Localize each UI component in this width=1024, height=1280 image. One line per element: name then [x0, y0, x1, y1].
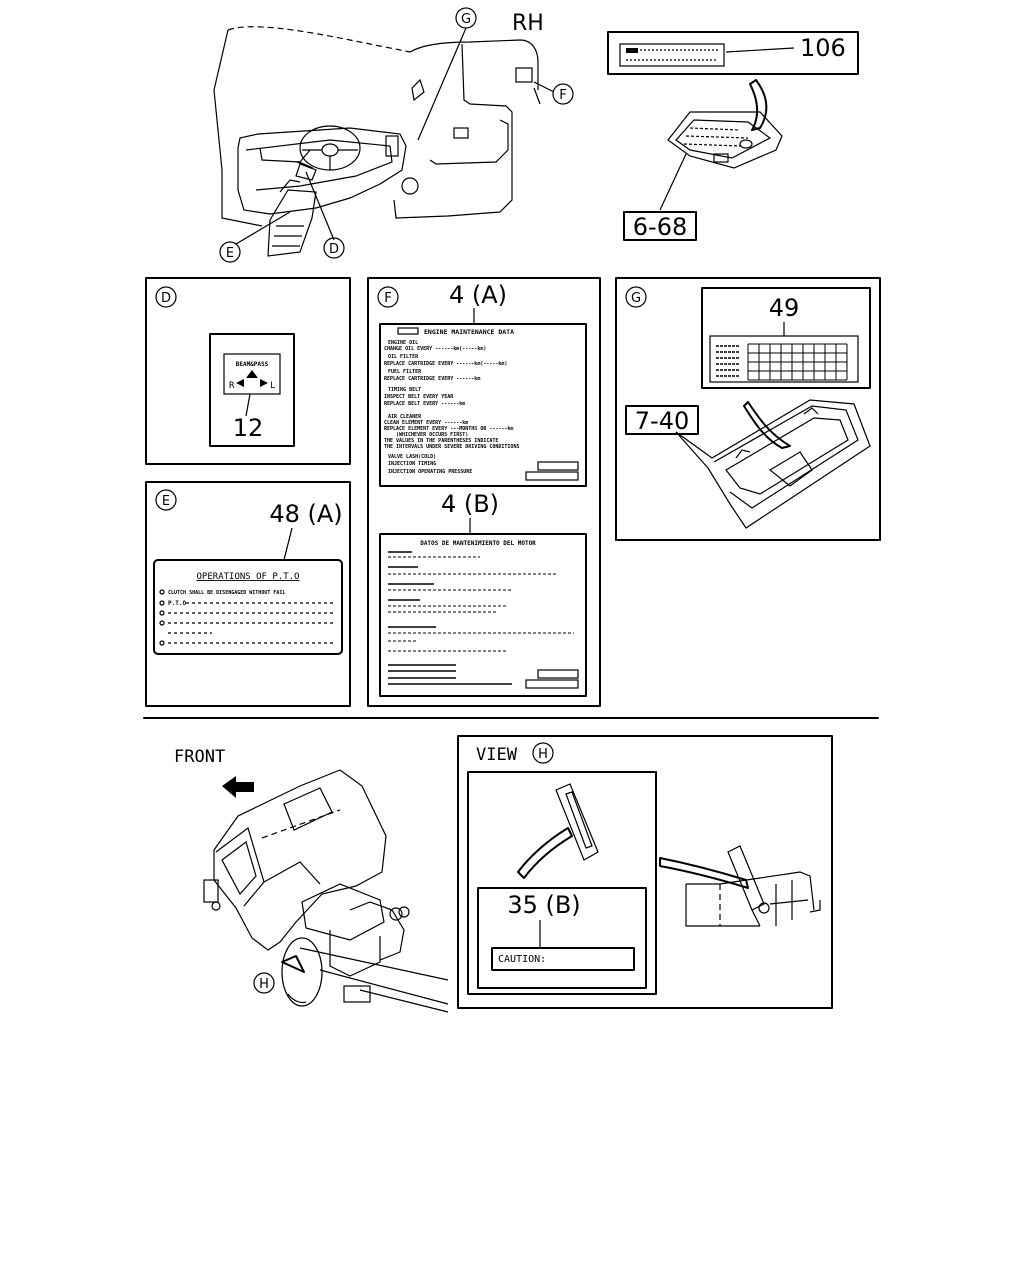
- callout-d: D: [329, 242, 339, 257]
- label-a-line: VALVE LASH(COLD): [388, 454, 436, 460]
- label-a-line: INJECTION TIMING: [388, 461, 436, 467]
- maintenance-label-english: ENGINE MAINTENANCE DATA ENGINE OILCHANGE …: [384, 328, 519, 475]
- panel-g: G 49 7-40: [615, 277, 881, 541]
- part-number-4a: 4 (A): [449, 281, 507, 309]
- pto-label-line2: P.T.O: [168, 600, 186, 607]
- part-number-35b: 35 (B): [507, 891, 580, 919]
- part-number-49: 49: [769, 294, 800, 322]
- panel-f: F 4 (A) ENGINE MAINTENANCE DATA ENGINE OI…: [367, 277, 601, 707]
- front-arrow-icon: [222, 776, 254, 798]
- panel-d-letter: D: [161, 291, 171, 306]
- part-number-48a: 48 (A): [269, 500, 342, 528]
- label-a-line: CHANGE OIL EVERY ------km(-----km): [384, 346, 486, 352]
- callout-g: G: [461, 12, 471, 27]
- label-a-line: ENGINE OIL: [388, 340, 418, 346]
- label-a-line: REPLACE CARTRIDGE EVERY ------km(-----km…: [384, 361, 507, 367]
- part-number-4b: 4 (B): [441, 490, 499, 518]
- view-h-panel: VIEW H 35 (B) CAUTION:: [457, 735, 833, 1009]
- switch-r: R: [229, 381, 235, 391]
- front-label: FRONT: [174, 747, 225, 767]
- label-a-line: TIMING BELT: [388, 387, 421, 393]
- caution-text: CAUTION:: [498, 954, 546, 965]
- label-a-line: INSPECT BELT EVERY YEAR: [384, 394, 454, 400]
- maintenance-label-spanish: [388, 551, 574, 685]
- tire-pressure-grid: [716, 343, 848, 381]
- label-a-line: REPLACE BELT EVERY ------km: [384, 401, 465, 407]
- panel-d: D BEAM&PASS R L 12: [145, 277, 351, 465]
- label-a-line: THE INTERVALS UNDER SEVERE DRIVING CONDI…: [384, 444, 519, 450]
- label-a-line: FUEL FILTER: [388, 369, 422, 375]
- beam-pass-text: BEAM&PASS: [236, 361, 269, 368]
- callout-h: H: [259, 977, 269, 992]
- label-a-line: (WHICHEVER OCCURS FIRST): [396, 432, 468, 438]
- callout-e: E: [226, 246, 234, 261]
- label-a-line: REPLACE ELEMENT EVERY ---MONTHS OR -----…: [384, 426, 513, 432]
- panel-e: E 48 (A) OPERATIONS OF P.T.O CLUTCH SHAL…: [145, 481, 351, 707]
- view-h-letter: H: [538, 747, 548, 762]
- label-a-line: REPLACE CARTRIDGE EVERY ------km: [384, 376, 480, 382]
- part-number-106: 106: [800, 34, 846, 62]
- switch-l: L: [270, 381, 275, 391]
- pto-label-line1: CLUTCH SHALL BE DISENGAGED WITHOUT FAIL: [168, 590, 285, 596]
- pto-label-title: OPERATIONS OF P.T.O: [197, 572, 300, 582]
- maintenance-label-spanish-title: DATOS DE MANTENIMIENTO DEL MOTOR: [420, 540, 536, 547]
- panel-g-letter: G: [631, 291, 641, 306]
- label-a-line: THE VALUES IN THE PARENTHESES INDICATE: [384, 438, 498, 444]
- roof-lamp-ref: 6-68: [633, 213, 687, 241]
- part-number-12: 12: [233, 414, 264, 442]
- roof-lamp-illustration: 106 6-68: [607, 31, 859, 241]
- view-label: VIEW: [476, 745, 518, 765]
- label-a-line: ENGINE MAINTENANCE DATA: [424, 328, 514, 336]
- tilted-cab-illustration: FRONT H: [174, 747, 449, 1013]
- cab-interior-illustration: G F E D RH: [213, 7, 574, 263]
- panel-f-letter: F: [384, 291, 391, 306]
- rh-label: RH: [512, 11, 544, 36]
- panel-e-letter: E: [162, 494, 170, 509]
- label-a-line: INJECTION OPERATING PRESSURE: [388, 469, 472, 475]
- glovebox-ref: 7-40: [635, 407, 689, 435]
- label-a-line: CLEAN ELEMENT EVERY ------km: [384, 420, 468, 426]
- callout-f: F: [559, 88, 566, 103]
- label-a-line: OIL FILTER: [388, 354, 419, 360]
- label-a-line: AIR CLEANER: [388, 414, 422, 420]
